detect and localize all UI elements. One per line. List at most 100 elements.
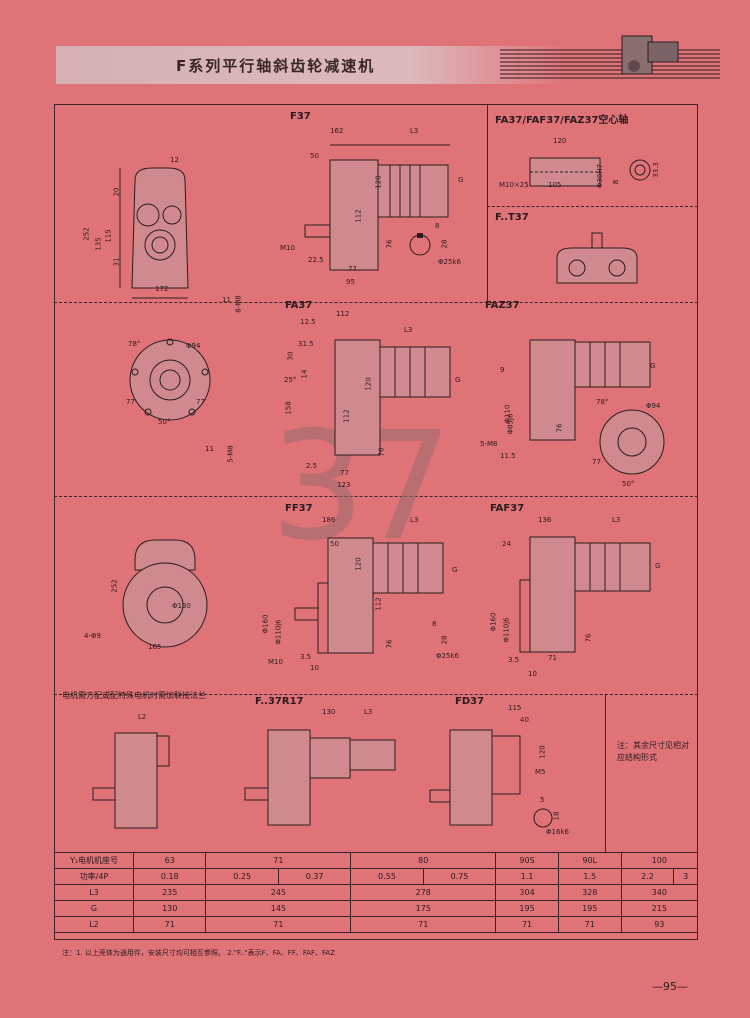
table-cell: 235 [132, 884, 207, 901]
faf37-side-view [510, 525, 670, 665]
dim-9: 9 [500, 366, 505, 374]
dim-h33: 33.3 [651, 162, 660, 178]
table-cell: 1.5 [557, 868, 622, 885]
dim-phi120-fd: 120 [538, 745, 547, 759]
dim-20: 20 [112, 187, 121, 197]
faz37-flange-view [592, 402, 672, 482]
dim-m10x25: M10×25 [499, 181, 529, 189]
dim-25deg: 25° [284, 376, 297, 384]
dim-10-faf: 10 [528, 670, 537, 678]
dim-115-fd: 115 [508, 704, 522, 712]
table-cell: 195 [495, 900, 559, 917]
dim-phi110j6: Φ110j6 [274, 619, 283, 645]
label-faz37: FAZ37 [485, 300, 520, 311]
dim-50-ff: 50 [330, 540, 339, 548]
dim-g-fa: G [455, 376, 461, 384]
table-cell: 0.25 [205, 868, 279, 885]
dim-8: 8 [435, 222, 440, 230]
table-cell: 0.18 [132, 868, 207, 885]
divider-row2 [54, 496, 698, 497]
table-cell: 245 [205, 884, 352, 901]
table-header-cell: Y₂电机机座号 [54, 852, 134, 869]
table-header-cell: 71 [205, 852, 352, 869]
divider-row1 [54, 302, 698, 303]
dim-4-phi9: 4-Φ9 [84, 632, 101, 640]
table-cell: 71 [205, 916, 352, 933]
table-cell: 71 [557, 916, 622, 933]
hollow-shaft-view [520, 150, 670, 195]
dim-165: 165 [148, 643, 162, 651]
dim-76-fa: 76 [377, 447, 386, 457]
dim-8-ff: 8 [432, 620, 437, 628]
table-row: L3 235 245 278 304 328 340 [54, 884, 699, 901]
banner-stripes [500, 49, 720, 79]
gearbox-photo-icon [621, 35, 679, 75]
dim-76: 76 [385, 239, 394, 249]
dim-phi25k6: Φ25k6 [438, 258, 461, 266]
table-cell: 0.55 [350, 868, 424, 885]
table-cell: 0.37 [277, 868, 352, 885]
dim-phi94-faz: Φ94 [646, 402, 661, 410]
dim-14: 14 [300, 369, 309, 379]
dim-77-fa: 77 [340, 469, 349, 477]
table-cell: 2.2 [620, 868, 675, 885]
table-row: Y₂电机机座号 63 71 80 90S 90L 100 [54, 852, 699, 869]
dim-95: 95 [346, 278, 355, 286]
table-header-cell: 90S [495, 852, 559, 869]
faz37-side-view [510, 330, 670, 450]
dim-77-left: 77 [126, 398, 135, 406]
dim-76-faf: 76 [584, 633, 593, 643]
dim-h8: 8 [612, 179, 621, 185]
dim-77: 77 [348, 265, 357, 273]
dim-m10-ff: M10 [268, 658, 283, 666]
table-cell: 145 [205, 900, 352, 917]
dim-71-faf: 71 [548, 654, 557, 662]
dim-31: 31 [112, 257, 121, 267]
dim-12-5: 12.5 [300, 318, 316, 326]
table-cell: 328 [557, 884, 622, 901]
page-title: F系列平行轴斜齿轮减速机 [176, 57, 376, 75]
dim-phi85j6: Φ85J6 [506, 413, 515, 435]
other-dims-note: 注：其余尺寸见相对应结构形式 [617, 741, 689, 762]
table-row: L2 71 71 71 71 71 93 [54, 916, 699, 933]
motor-flange-view [85, 718, 175, 838]
dim-h105: 105 [548, 181, 562, 189]
dim-11-fa: 11 [205, 445, 214, 453]
dim-l2: L2 [138, 713, 147, 721]
dim-186: 186 [322, 516, 336, 524]
dim-135: 135 [94, 237, 103, 251]
dim-phi160: Φ160 [261, 614, 270, 634]
dim-2-5: 2.5 [306, 462, 318, 470]
dim-77-faz: 77 [592, 458, 601, 466]
table-cell: 1.1 [495, 868, 559, 885]
dim-m10: M10 [280, 244, 295, 252]
dim-l3-r17: L3 [364, 708, 373, 716]
dim-136: 136 [538, 516, 552, 524]
dim-22-5: 22.5 [308, 256, 324, 264]
f37r17-view [240, 718, 410, 838]
table-header-cell: 80 [350, 852, 497, 869]
dim-130: 130 [322, 708, 336, 716]
table-cell: 340 [620, 884, 699, 901]
footnote: 注：1. 以上壳体为通用件，安装尺寸均可相互参照。 2."F.."表示F、FA、… [62, 949, 336, 957]
dim-28: 28 [440, 239, 449, 249]
dim-76-ff: 76 [385, 639, 394, 649]
dim-76-faz: 76 [555, 423, 564, 433]
dim-158: 158 [284, 401, 293, 415]
dim-120: 120 [374, 175, 383, 189]
header-banner: F系列平行轴斜齿轮减速机 [56, 46, 696, 84]
dim-112: 112 [354, 209, 363, 223]
dim-112-ff: 112 [374, 597, 383, 611]
fa37-flange-view [120, 330, 220, 430]
table-cell: 71 [495, 916, 559, 933]
f37-front-view [90, 150, 220, 310]
dim-115: 115 [104, 229, 113, 243]
table-cell: 195 [557, 900, 622, 917]
divider-ft37 [487, 206, 698, 207]
dim-l3-fa: L3 [404, 326, 413, 334]
dim-phi120: 120 [364, 377, 373, 391]
table-cell: 71 [132, 916, 207, 933]
table-label-cell: G [54, 900, 134, 917]
table-cell: 3 [673, 868, 698, 885]
label-faf37: FAF37 [490, 503, 525, 514]
